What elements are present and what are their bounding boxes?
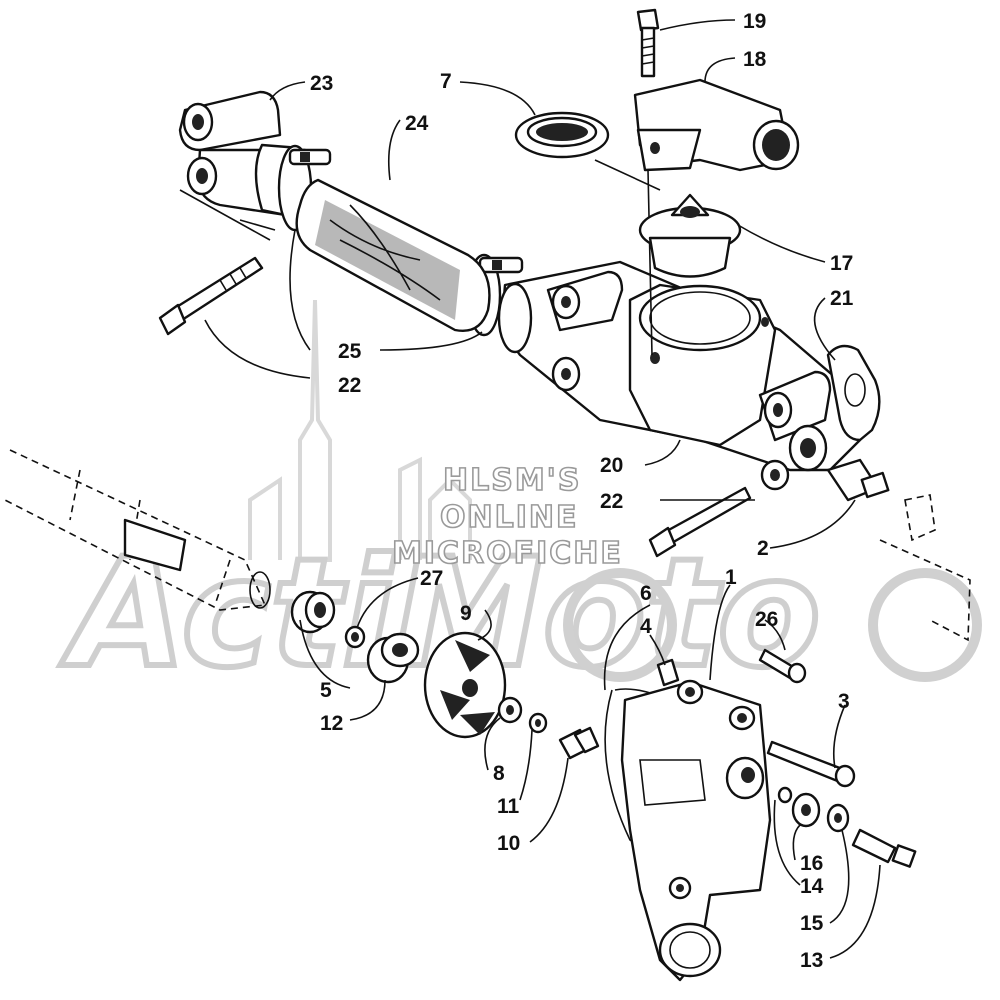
part-18-outlet-elbow (633, 78, 800, 172)
label-part-4: 4 (640, 615, 652, 638)
part-number-labels: 1 2 3 4 5 6 7 8 9 10 11 12 13 14 15 16 1… (310, 10, 854, 972)
leader-18 (704, 57, 736, 83)
label-part-13: 13 (800, 949, 823, 972)
part-12-seal (366, 632, 420, 684)
label-part-9: 9 (460, 602, 472, 625)
label-part-19: 19 (743, 10, 766, 33)
label-part-14: 14 (800, 875, 824, 898)
watermark-tower-icon (248, 299, 472, 562)
leader-16 (792, 824, 801, 861)
leader-2 (769, 499, 856, 549)
leader-3 (832, 704, 846, 769)
leader-22a (204, 319, 311, 379)
leader-7 (459, 81, 536, 116)
part-17-thermostat (638, 193, 742, 278)
label-part-3: 3 (838, 690, 850, 713)
label-part-22-upper: 22 (338, 374, 361, 397)
part-21-gasket (826, 344, 881, 442)
label-part-23: 23 (310, 72, 333, 95)
label-part-1: 1 (725, 566, 737, 589)
part-10-impeller-bolt (558, 726, 600, 760)
leader-27 (356, 577, 419, 629)
leader-5 (299, 619, 351, 689)
part-15-washer (826, 803, 850, 833)
watermark-line-2: ONLINE (440, 500, 579, 535)
part-27-circlip (344, 625, 366, 649)
part-26-screw (758, 648, 807, 684)
leader-25b (379, 331, 483, 351)
part-7-seal-ring (514, 111, 661, 191)
leader-10 (529, 757, 569, 843)
label-part-6: 6 (640, 582, 652, 605)
manifold-assembly (158, 8, 971, 642)
drive-shaft (4, 449, 271, 611)
part-2-temperature-sensor (826, 458, 971, 642)
part-19-bolt (636, 8, 660, 356)
label-part-11: 11 (497, 795, 520, 818)
label-part-21: 21 (830, 287, 854, 310)
leader-1 (709, 584, 731, 681)
part-24-hose (295, 178, 491, 332)
label-part-26: 26 (755, 608, 778, 631)
label-part-10: 10 (497, 832, 520, 855)
label-part-25: 25 (338, 340, 362, 363)
label-part-8: 8 (493, 762, 505, 785)
watermark-line-3: MICROFICHE (392, 536, 623, 571)
leader-26 (764, 619, 786, 651)
label-part-5: 5 (320, 679, 332, 702)
part-9-impeller (423, 631, 507, 739)
label-part-12: 12 (320, 712, 343, 735)
part-13-drain-bolt (851, 828, 917, 868)
leader-23 (269, 81, 306, 101)
part-1-pump-cover (620, 679, 772, 982)
leader-13 (829, 864, 881, 959)
leader-19 (659, 19, 736, 31)
leader-24 (387, 119, 401, 181)
watermark-line-1: HLSM'S (443, 463, 581, 498)
leader-17 (737, 224, 826, 263)
part-20-manifold-body (497, 260, 862, 491)
part-14-small-washer (777, 786, 793, 804)
label-part-7: 7 (440, 70, 452, 93)
watermark-bike-icon (563, 568, 982, 682)
leader-9 (477, 609, 492, 641)
leader-11 (519, 729, 533, 801)
part-11-small-washer (528, 712, 548, 734)
leader-6 (603, 604, 651, 691)
label-part-22-lower: 22 (600, 490, 623, 513)
part-4-dowel (656, 658, 680, 687)
leader-21 (813, 297, 836, 361)
part-22-long-bolt-lower (648, 486, 752, 558)
leader-14 (773, 799, 801, 886)
leader-15 (829, 829, 850, 924)
label-part-15: 15 (800, 912, 824, 935)
leader-12 (349, 679, 386, 721)
label-part-24: 24 (405, 112, 429, 135)
label-part-20: 20 (600, 454, 623, 477)
leader-25a (289, 229, 311, 351)
label-part-2: 2 (757, 537, 769, 560)
leader-20 (644, 439, 681, 466)
leader-4 (649, 634, 666, 666)
part-16-washer (791, 792, 821, 828)
label-part-16: 16 (800, 852, 823, 875)
pump-assembly (290, 590, 917, 982)
part-8-washer (497, 696, 523, 724)
label-part-27: 27 (420, 567, 443, 590)
watermark: ActiMoto HLSM'S ONLINE MICROFICHE (57, 299, 982, 704)
label-part-18: 18 (743, 48, 767, 71)
label-part-17: 17 (830, 252, 853, 275)
leader-8 (484, 717, 501, 771)
part-22-long-bolt-upper (158, 256, 264, 336)
leader-lines (204, 19, 881, 959)
part-3-long-bolt (766, 740, 856, 788)
